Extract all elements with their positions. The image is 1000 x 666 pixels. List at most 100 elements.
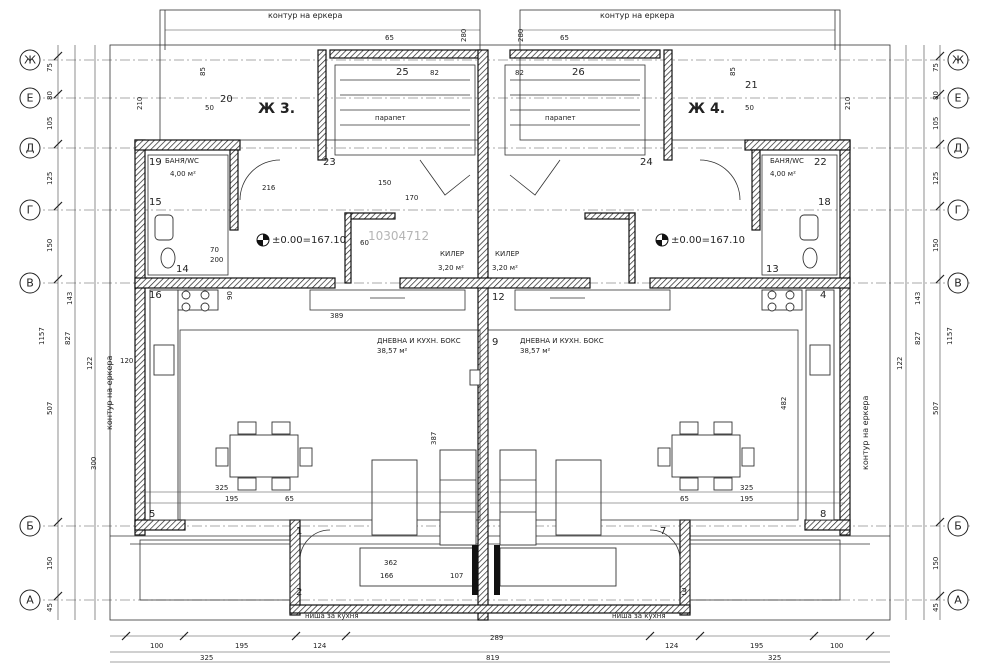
column-number: 13	[766, 264, 779, 275]
dim-text: 195	[750, 642, 763, 650]
dim-text: 50	[205, 104, 214, 112]
dim-text: 80	[46, 91, 54, 100]
pantries: КИЛЕР 3,20 м² КИЛЕР 3,20 м² 10304712	[368, 229, 519, 272]
axis-markers-right: Ж Е Д Г В Б А	[947, 49, 969, 611]
column-number: 16	[149, 290, 162, 301]
living-right-label: ДНЕВНА И КУХН. БОКС	[520, 337, 604, 345]
living-left-label: ДНЕВНА И КУХН. БОКС	[377, 337, 461, 345]
dim-text: 65	[385, 34, 394, 42]
dim-text: 105	[46, 117, 54, 130]
axis-label: Ж	[24, 54, 36, 67]
dim-text: 210	[844, 97, 852, 110]
niche-right-label: ниша за кухня	[612, 612, 666, 620]
dim-total: 1157	[946, 327, 954, 345]
axis-label: Д	[954, 142, 963, 155]
dim-text: 50	[745, 104, 754, 112]
dim-text: 325	[740, 484, 753, 492]
axis-label: Г	[955, 204, 962, 217]
dim-text: 300	[90, 457, 98, 470]
dim-text: 107	[450, 572, 463, 580]
axis-label: В	[954, 277, 962, 290]
inner-dimensions: 325 195 65 65 195 325 389 482 387 300 21…	[90, 179, 845, 580]
watermark: 10304712	[368, 229, 429, 243]
pantry-left-area: 3,20 м²	[438, 264, 464, 272]
axis-label: Б	[26, 520, 34, 533]
dim-text: 150	[46, 239, 54, 252]
dim-text: 362	[384, 559, 397, 567]
dim-text: 45	[932, 603, 940, 612]
dim-text: 143	[914, 292, 922, 305]
level-marks: ±0.00=167.10 ±0.00=167.10	[256, 233, 745, 247]
dim-text: 166	[380, 572, 394, 580]
dim-text: 200	[210, 256, 223, 264]
column-number: 8	[820, 509, 826, 520]
bathrooms: БАНЯ/WC 4,00 м² БАНЯ/WC 4,00 м²	[147, 154, 838, 276]
dimension-chain-right: 75 80 105 125 150 143 122 507 150 45 115…	[896, 45, 954, 620]
terraces: ниша за кухня ниша за кухня	[139, 529, 841, 620]
sofas	[359, 369, 617, 595]
column-number: 26	[572, 67, 585, 78]
column-number: 21	[745, 80, 758, 91]
dim-text: 150	[378, 179, 391, 187]
dim-text: 122	[896, 357, 904, 370]
dim-text: 195	[740, 495, 753, 503]
axis-label: В	[26, 277, 34, 290]
dimension-chain-left: 75 80 105 125 150 143 122 507 150 45 115…	[38, 45, 96, 620]
dim-text: 120	[120, 357, 133, 365]
niche-left-label: ниша за кухня	[305, 612, 359, 620]
bath-right-label: БАНЯ/WC	[770, 157, 804, 165]
bay-contour-label: контур на еркера	[861, 396, 870, 470]
dim-text: 100	[830, 642, 843, 650]
dim-text: 124	[313, 642, 327, 650]
dim-text: 482	[780, 397, 788, 410]
dim-text: 150	[932, 239, 940, 252]
dim-text: 216	[262, 184, 276, 192]
column-number: 20	[220, 94, 233, 105]
walls	[134, 49, 851, 621]
dim-text: 85	[729, 67, 737, 76]
dimension-chain-bottom: 100 195 124 289 124 195 100 819 325 325	[110, 631, 890, 663]
side-contour-labels: контур на еркера контур на еркера	[105, 356, 870, 470]
pantry-left-label: КИЛЕР	[440, 250, 464, 258]
dim-text: 325	[768, 654, 781, 662]
living-right-area: 38,57 м²	[520, 347, 551, 355]
dim-text: 100	[150, 642, 163, 650]
staircases: парапет парапет	[334, 64, 646, 196]
column-number: 23	[323, 157, 336, 168]
dim-text: 70	[210, 246, 219, 254]
dim-text: 325	[200, 654, 213, 662]
column-number: 15	[149, 197, 162, 208]
dim-sub: 827	[64, 332, 72, 345]
bath-right-area: 4,00 м²	[770, 170, 796, 178]
axis-markers-left: Ж Е Д Г В Б А	[19, 49, 41, 611]
column-number: 18	[818, 197, 831, 208]
dim-text: 60	[360, 239, 369, 247]
column-number: 24	[640, 157, 653, 168]
axis-label: Б	[954, 520, 962, 533]
dim-text: 82	[430, 69, 439, 77]
dim-text: 143	[66, 292, 74, 305]
bay-contour-label: контур на еркера	[105, 356, 114, 430]
dim-text: 105	[932, 117, 940, 130]
column-number: 19	[149, 157, 162, 168]
dim-text: 85	[199, 67, 207, 76]
dim-text: 75	[46, 63, 54, 72]
axis-label: Г	[27, 204, 34, 217]
axis-label: Е	[955, 92, 962, 105]
column-number: 22	[814, 157, 827, 168]
dim-text: 280	[517, 29, 525, 42]
column-numbers: 19 15 14 16 5 1 2 7 9 12 22 18 13 4 8 3 …	[149, 67, 831, 598]
dim-text: 195	[235, 642, 248, 650]
dim-text: 82	[515, 69, 524, 77]
bay-contour-label: контур на еркера	[600, 11, 674, 20]
dim-text: 170	[405, 194, 418, 202]
unit-labels: Ж 3. Ж 4.	[258, 101, 725, 117]
column-number: 4	[820, 290, 826, 301]
pantry-right-area: 3,20 м²	[492, 264, 518, 272]
dim-text: 387	[430, 432, 438, 445]
dim-text: 389	[330, 312, 343, 320]
dimension-chain-top: 210 85 50 65 82 280 280 65 82 85 210 50 …	[136, 10, 852, 112]
axis-label: Ж	[952, 54, 964, 67]
axis-label: А	[26, 594, 34, 607]
